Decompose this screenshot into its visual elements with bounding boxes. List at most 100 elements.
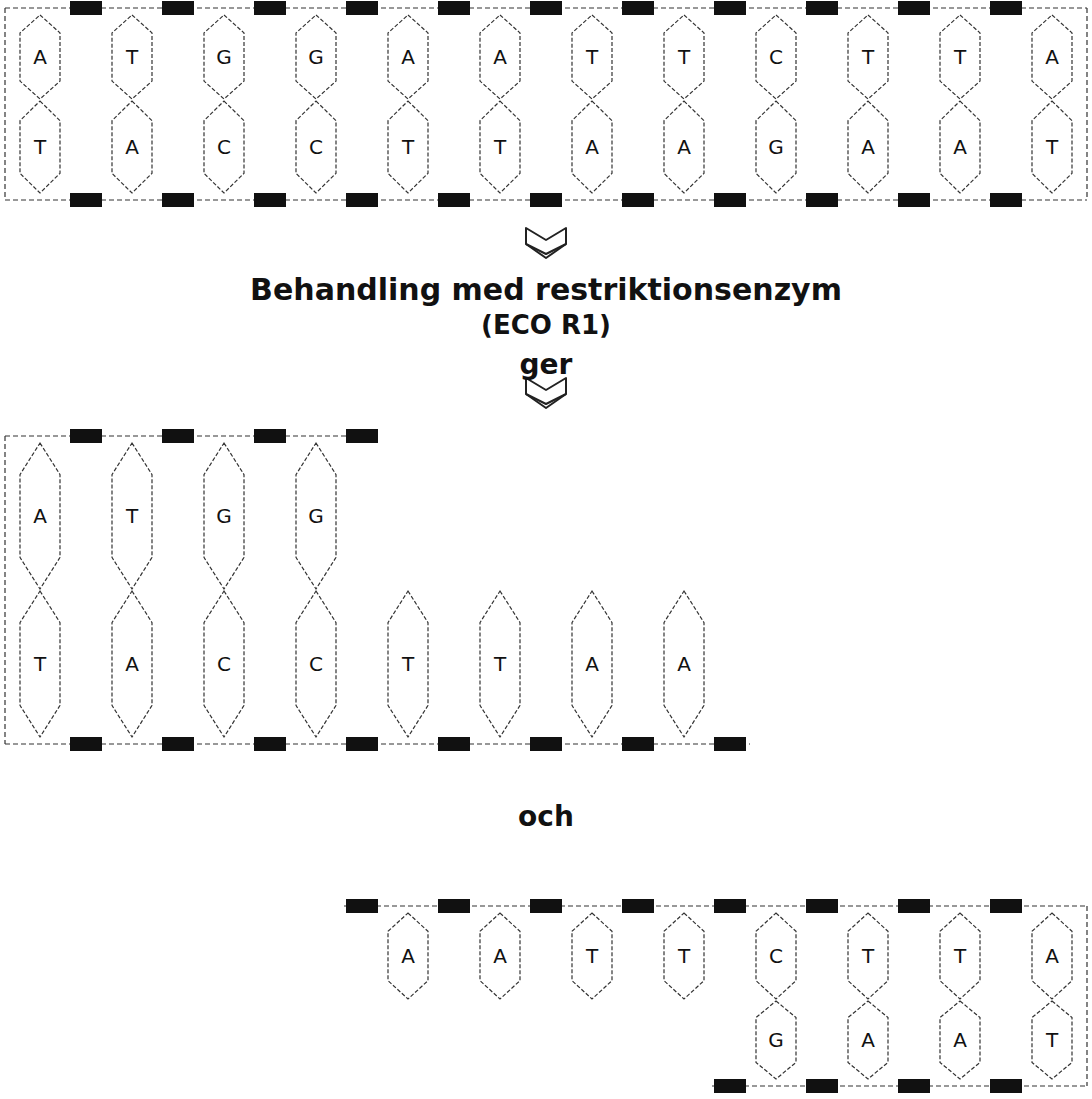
nucleotide-base: A [847, 1000, 889, 1080]
nucleotide-base: A [571, 590, 613, 738]
phosphate-block [162, 193, 194, 207]
nucleotide-base: A [939, 1000, 981, 1080]
phosphate-block [990, 1079, 1022, 1093]
phosphate-block [346, 899, 378, 913]
caption-text: och [0, 800, 1092, 833]
nucleotide-base: T [479, 590, 521, 738]
nucleotide-base: A [479, 14, 521, 100]
phosphate-block [622, 899, 654, 913]
base-letter: T [678, 47, 690, 67]
nucleotide-base: A [1031, 14, 1073, 100]
phosphate-block [990, 193, 1022, 207]
base-letter: C [309, 137, 323, 157]
base-letter: A [861, 137, 875, 157]
phosphate-block [898, 193, 930, 207]
phosphate-block [438, 899, 470, 913]
phosphate-block [714, 737, 746, 751]
base-letter: C [217, 654, 231, 674]
nucleotide-base: A [387, 912, 429, 1000]
nucleotide-base: A [571, 100, 613, 194]
base-letter: T [126, 47, 138, 67]
nucleotide-base: T [19, 590, 61, 738]
nucleotide-base: T [939, 14, 981, 100]
phosphate-block [898, 1, 930, 15]
nucleotide-base: T [387, 100, 429, 194]
nucleotide-base: G [203, 442, 245, 590]
base-letter: T [862, 47, 874, 67]
phosphate-block [162, 1, 194, 15]
base-letter: C [769, 946, 783, 966]
base-letter: A [401, 47, 415, 67]
base-letter: T [494, 654, 506, 674]
base-letter: A [677, 654, 691, 674]
phosphate-block [622, 1, 654, 15]
phosphate-block [898, 899, 930, 913]
nucleotide-base: G [203, 14, 245, 100]
phosphate-block [714, 193, 746, 207]
phosphate-block [346, 737, 378, 751]
nucleotide-base: A [111, 590, 153, 738]
base-letter: T [586, 946, 598, 966]
nucleotide-base: T [571, 912, 613, 1000]
base-letter: A [1045, 47, 1059, 67]
nucleotide-base: T [111, 14, 153, 100]
nucleotide-base: T [847, 14, 889, 100]
phosphate-block [622, 737, 654, 751]
nucleotide-base: T [1031, 1000, 1073, 1080]
base-letter: G [216, 47, 232, 67]
phosphate-block [346, 1, 378, 15]
base-letter: A [953, 137, 967, 157]
base-letter: A [493, 946, 507, 966]
phosphate-block [622, 193, 654, 207]
nucleotide-base: A [19, 14, 61, 100]
phosphate-block [990, 1, 1022, 15]
phosphate-block [714, 1, 746, 15]
base-letter: G [216, 506, 232, 526]
phosphate-block [254, 429, 286, 443]
nucleotide-base: T [663, 912, 705, 1000]
phosphate-block [254, 193, 286, 207]
phosphate-block [806, 1079, 838, 1093]
base-letter: T [586, 47, 598, 67]
base-letter: A [401, 946, 415, 966]
nucleotide-base: T [571, 14, 613, 100]
nucleotide-base: C [295, 590, 337, 738]
phosphate-block [530, 1, 562, 15]
base-letter: C [309, 654, 323, 674]
base-letter: T [678, 946, 690, 966]
nucleotide-base: A [663, 590, 705, 738]
base-letter: T [954, 47, 966, 67]
phosphate-block [70, 1, 102, 15]
nucleotide-base: C [203, 590, 245, 738]
phosphate-block [346, 429, 378, 443]
base-letter: A [861, 1030, 875, 1050]
base-letter: A [493, 47, 507, 67]
base-letter: A [1045, 946, 1059, 966]
phosphate-block [254, 1, 286, 15]
phosphate-block [438, 737, 470, 751]
phosphate-block [162, 737, 194, 751]
base-letter: G [768, 137, 784, 157]
base-letter: T [402, 137, 414, 157]
base-letter: A [33, 506, 47, 526]
nucleotide-base: G [295, 14, 337, 100]
nucleotide-base: C [203, 100, 245, 194]
nucleotide-base: T [847, 912, 889, 1000]
phosphate-block [70, 193, 102, 207]
nucleotide-base: C [755, 912, 797, 1000]
base-letter: A [677, 137, 691, 157]
caption-text: ger [0, 348, 1092, 381]
phosphate-block [438, 1, 470, 15]
nucleotide-base: A [387, 14, 429, 100]
phosphate-block [70, 737, 102, 751]
phosphate-block [530, 737, 562, 751]
nucleotide-base: T [1031, 100, 1073, 194]
phosphate-block [898, 1079, 930, 1093]
nucleotide-base: C [755, 14, 797, 100]
nucleotide-base: A [663, 100, 705, 194]
base-letter: T [862, 946, 874, 966]
phosphate-block [70, 429, 102, 443]
base-letter: T [402, 654, 414, 674]
nucleotide-base: A [1031, 912, 1073, 1000]
